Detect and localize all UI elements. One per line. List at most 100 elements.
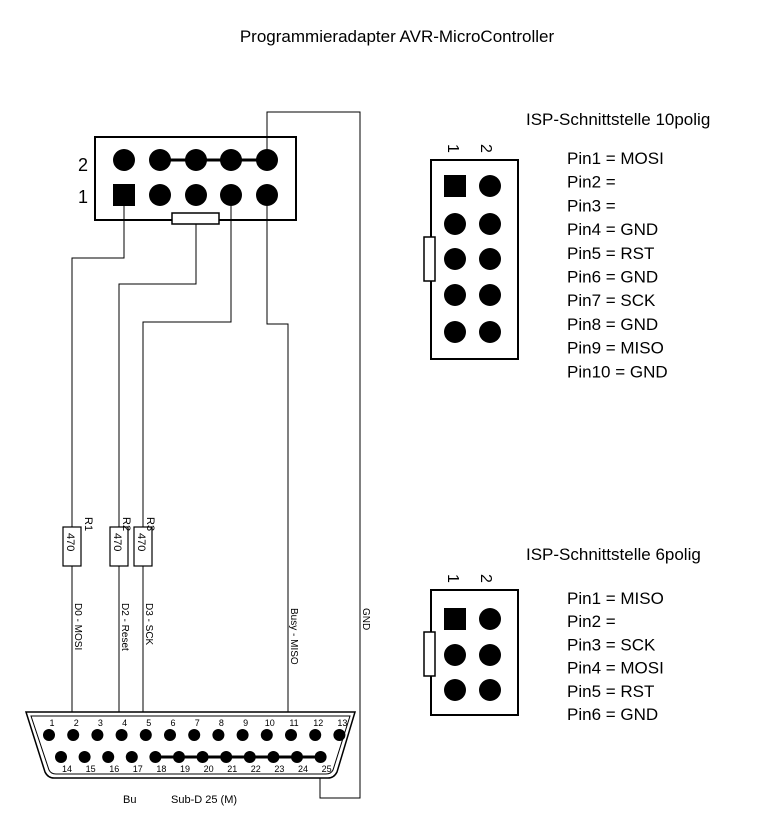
subd-label-bu: Bu [123,794,136,806]
subd-pin-label-3: 3 [98,718,103,728]
isp10-diagram: ISP-Schnittstelle 10polig 1 2 Pin1 = MOS… [423,110,710,381]
isp10-pin-line-3: Pin3 = [567,196,616,215]
subd-pin-label-5: 5 [146,718,151,728]
wire-miso [266,206,289,730]
resistor-r2-name: R2 [120,517,132,531]
subd-pin-label-9: 9 [243,718,248,728]
isp10-pin-line-6: Pin6 = GND [567,268,658,287]
isp6-pin-4 [479,644,501,666]
subd-label-type: Sub-D 25 (M) [171,794,237,806]
subd-pin-label-10: 10 [265,718,275,728]
subd-pin-4 [115,729,128,741]
resistor-r3-body [133,526,153,567]
subd-pin-label-13: 13 [337,718,347,728]
subd-pin-7 [188,729,201,741]
subd-pin-17 [125,751,138,763]
header-row-label-1: 1 [78,187,88,207]
resistor-r2-body [109,526,129,567]
resistor-r2: R2 470 [109,517,132,567]
subd-pin-10 [260,729,273,741]
header-pin-3 [149,184,171,206]
subd-pin-14 [55,751,67,763]
subd-pin-18 [149,751,162,763]
isp10-pin-9 [444,321,466,343]
isp10-pin-6 [479,248,501,270]
subd-pin-label-19: 19 [180,764,190,774]
subd-pin-23 [267,751,280,763]
subd-pin-12 [309,729,322,741]
isp6-pin-line-5: Pin5 = RST [567,682,654,701]
resistor-r1-body [62,526,82,567]
resistor-r3-name: R3 [144,517,156,531]
isp6-pin-line-1: Pin1 = MISO [567,589,664,608]
isp6-pin-line-3: Pin3 = SCK [567,635,656,654]
wire-label-busy-miso: Busy - MISO [288,608,299,665]
subd-pin-13 [333,729,346,741]
resistor-r1-value: 470 [64,533,76,551]
isp10-col-label-1: 1 [444,144,461,153]
subd-pin-24 [291,751,303,763]
isp10-pin-line-2: Pin2 = [567,173,616,192]
header-10pin: 2 1 [78,136,297,225]
isp10-pin-line-8: Pin8 = GND [567,315,658,334]
header-pin-1 [113,184,135,206]
diagram-title: Programmieradapter AVR-MicroController [240,27,555,46]
subd-pin-label-12: 12 [313,718,323,728]
header-pin-9 [256,184,278,206]
isp6-pin-5 [444,679,466,701]
subd-pin-8 [212,729,225,741]
wire-gnd [266,111,361,799]
subd-pin-label-18: 18 [156,764,166,774]
isp6-pin-line-6: Pin6 = GND [567,705,658,724]
isp10-heading: ISP-Schnittstelle 10polig [526,110,710,129]
isp6-col-label-1: 1 [444,574,461,583]
subd-pin-label-20: 20 [204,764,214,774]
isp10-pin-line-10: Pin10 = GND [567,362,668,381]
subd-pin-label-17: 17 [133,764,143,774]
subd-pin-label-21: 21 [227,764,237,774]
header-row-label-2: 2 [78,155,88,175]
wire-sck-upper [142,206,232,527]
resistor-r3-value: 470 [135,533,147,551]
subd-pin-11 [285,729,297,741]
header-pin-7 [220,184,242,206]
subd-pin-label-7: 7 [195,718,200,728]
subd-pin-label-11: 11 [289,718,298,728]
subd-pin-6 [164,729,176,741]
isp10-pin-line-9: Pin9 = MISO [567,339,664,358]
header-pin-4 [149,149,171,171]
subd-pin-label-4: 4 [122,718,127,728]
isp6-heading: ISP-Schnittstelle 6polig [526,545,701,564]
subd-pin-21 [220,751,233,763]
subd-pin-label-23: 23 [274,764,284,774]
subd-pin-1 [43,729,55,741]
subd-pin-label-24: 24 [298,764,308,774]
subd-pin-label-15: 15 [86,764,96,774]
subd-pin-2 [67,729,80,741]
isp6-pin-2 [479,608,501,630]
isp10-col-label-2: 2 [477,144,494,153]
isp10-pin-10 [479,321,501,343]
resistor-r3: R3 470 [133,517,156,567]
isp10-pin-7 [444,284,466,306]
isp10-pin-1 [444,175,466,197]
subd-pin-5 [139,729,152,741]
isp6-key-notch [423,631,436,677]
isp10-pin-line-5: Pin5 = RST [567,244,654,263]
subd-pin-19 [173,751,185,763]
wire-label-d0-mosi: D0 - MOSI [72,603,83,650]
isp10-pin-line-1: Pin1 = MOSI [567,149,664,168]
wire-mosi-upper [71,206,125,527]
isp6-diagram: ISP-Schnittstelle 6polig 1 2 Pin1 = MISO… [423,545,701,724]
subd-pin-9 [236,729,249,741]
resistor-r1-name: R1 [82,517,94,531]
isp10-pin-8 [479,284,501,306]
isp10-pin-4 [479,213,501,235]
isp6-pin-6 [479,679,501,701]
isp6-col-label-2: 2 [477,574,494,583]
subd-pin-label-25: 25 [322,764,332,774]
